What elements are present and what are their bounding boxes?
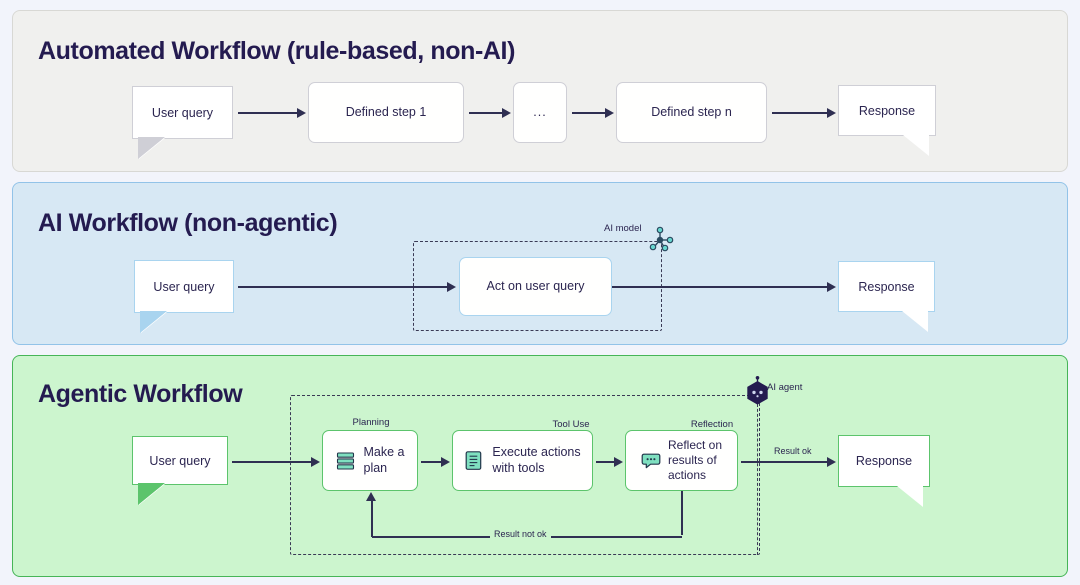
arrow-line xyxy=(741,461,827,463)
ai-act-on-user-query-box: Act on user query xyxy=(459,257,612,316)
layers-icon xyxy=(336,451,355,471)
document-list-icon xyxy=(464,450,483,471)
ai-agent-hexagon-icon xyxy=(744,376,771,406)
arrow-line xyxy=(421,461,441,463)
arrow-head xyxy=(827,457,836,467)
agentic-user-query-bubble: User query xyxy=(132,436,228,505)
agentic-agent-dashed-region xyxy=(290,395,760,555)
panel-title-automated: Automated Workflow (rule-based, non-AI) xyxy=(38,37,515,65)
arrow-line xyxy=(238,286,447,288)
edge-label-result-not-ok: Result not ok xyxy=(490,529,551,539)
ai-agent-label: AI agent xyxy=(767,382,803,393)
panel-title-agentic-workflow: Agentic Workflow xyxy=(38,380,243,408)
arrow-head xyxy=(614,457,623,467)
bubble-tail xyxy=(138,483,165,505)
bubble-tail xyxy=(138,137,165,159)
ai-act-on-user-query-label: Act on user query xyxy=(486,278,585,293)
loop-arrow-head xyxy=(366,492,376,501)
ai-user-query-label: User query xyxy=(153,279,215,294)
ai-response-bubble: Response xyxy=(838,261,935,332)
automated-ellipsis-box: ... xyxy=(513,82,567,143)
automated-user-query-bubble: User query xyxy=(132,86,233,159)
arrow-line xyxy=(596,461,614,463)
arrow-head xyxy=(311,457,320,467)
bubble-tail xyxy=(897,485,924,507)
ai-agent-boundary-dashed-line xyxy=(757,404,758,555)
edge-label-result-ok: Result ok xyxy=(774,446,812,456)
automated-response-label: Response xyxy=(858,103,916,118)
agentic-user-query-label: User query xyxy=(149,453,211,468)
arrow-line xyxy=(469,112,502,114)
arrow-head xyxy=(605,108,614,118)
arrow-head xyxy=(441,457,450,467)
ai-user-query-bubble: User query xyxy=(134,260,234,333)
ai-model-label: AI model xyxy=(604,223,642,234)
loop-line-vertical-left xyxy=(371,500,373,537)
arrow-head xyxy=(447,282,456,292)
bubble-tail xyxy=(140,311,167,333)
arrow-head xyxy=(827,108,836,118)
automated-user-query-label: User query xyxy=(151,105,214,120)
arrow-line xyxy=(772,112,827,114)
arrow-line xyxy=(238,112,297,114)
arrow-line xyxy=(612,286,827,288)
arrow-line xyxy=(572,112,605,114)
panel-title-ai-workflow: AI Workflow (non-agentic) xyxy=(38,209,338,237)
caption-tool-use: Tool Use xyxy=(552,419,590,430)
agentic-response-label: Response xyxy=(855,454,913,468)
automated-defined-step-1-box: Defined step 1 xyxy=(308,82,464,143)
automated-defined-step-1-label: Defined step 1 xyxy=(345,104,427,119)
automated-response-bubble: Response xyxy=(838,85,936,156)
automated-defined-step-n-label: Defined step n xyxy=(651,104,732,119)
automated-defined-step-n-box: Defined step n xyxy=(616,82,767,143)
arrow-head xyxy=(502,108,511,118)
arrow-head xyxy=(297,108,306,118)
agentic-response-bubble: Response xyxy=(838,435,930,507)
loop-line-vertical-right xyxy=(681,491,683,535)
arrow-line xyxy=(232,461,311,463)
bubble-tail xyxy=(903,134,930,156)
caption-planning: Planning xyxy=(352,417,390,428)
automated-ellipsis-label: ... xyxy=(533,104,547,119)
ai-response-label: Response xyxy=(858,279,915,294)
caption-reflection: Reflection xyxy=(690,419,734,430)
speech-bubble-dots-icon xyxy=(641,451,661,471)
bubble-tail xyxy=(902,310,929,332)
ai-model-network-icon xyxy=(645,226,675,254)
arrow-head xyxy=(827,282,836,292)
